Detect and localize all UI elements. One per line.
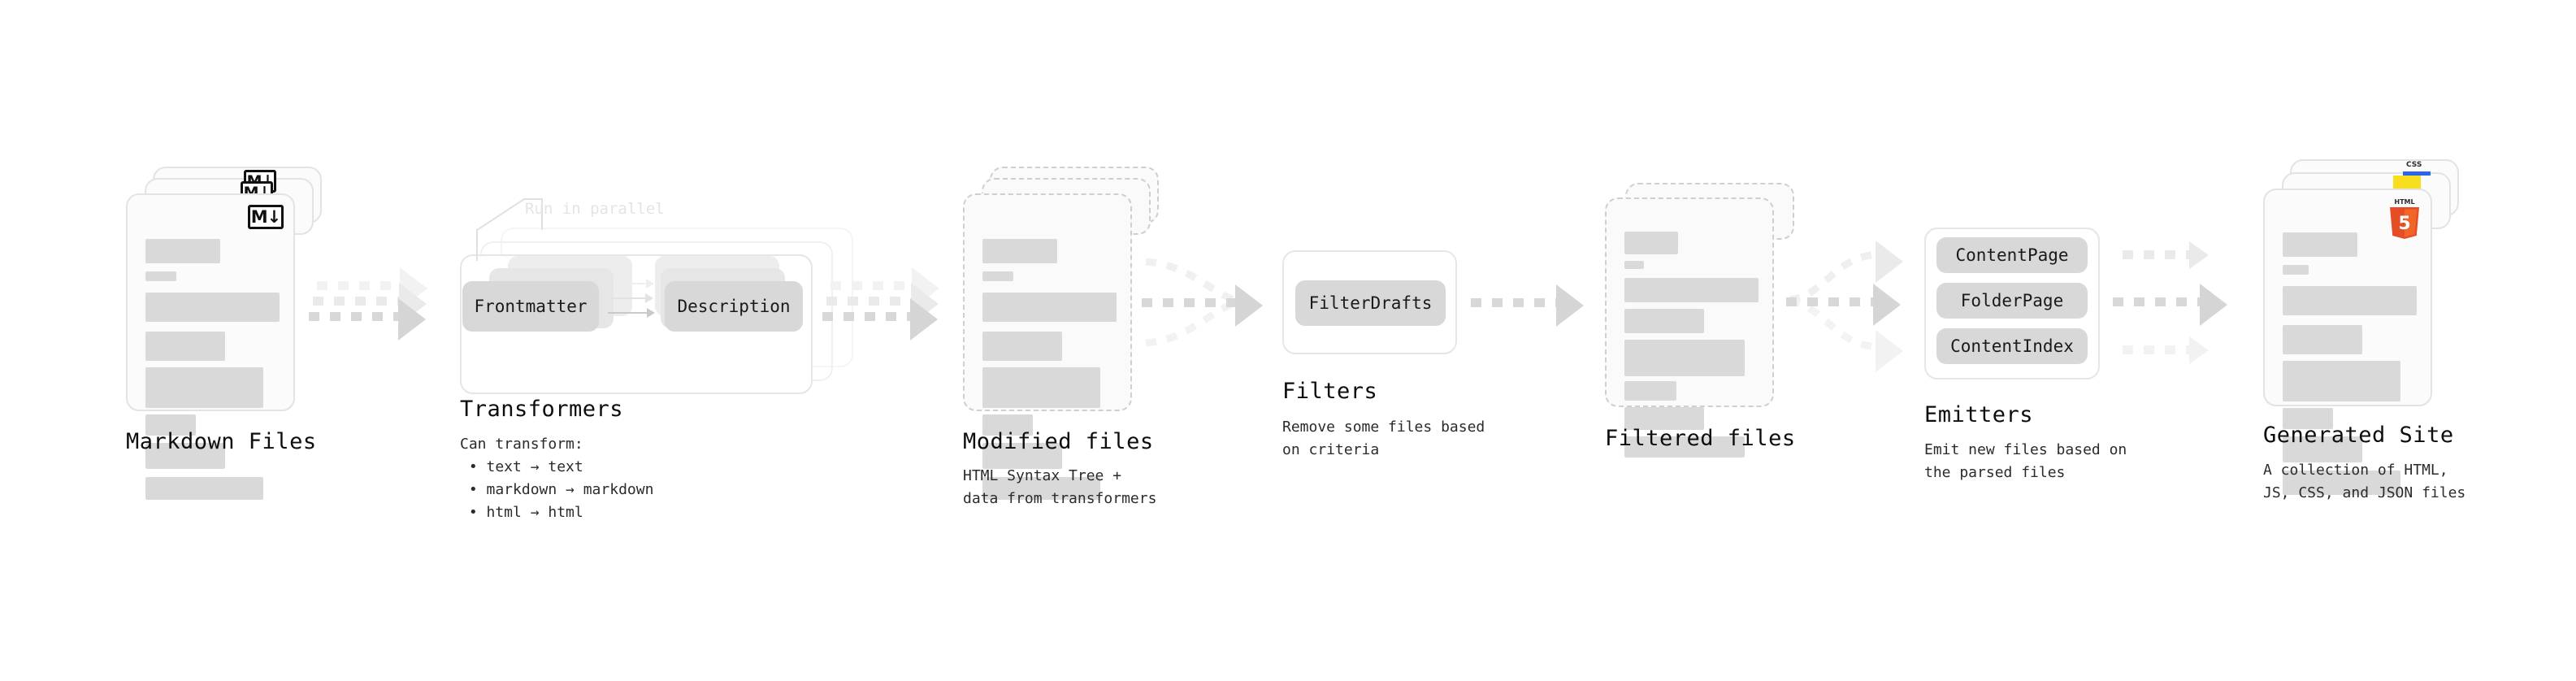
skeleton-row bbox=[982, 477, 1100, 500]
fanin-curves bbox=[1145, 258, 1237, 347]
skeleton-row bbox=[145, 414, 196, 436]
stage-caption-modified-files: HTML Syntax Tree + data from transformer… bbox=[963, 467, 1157, 507]
skeleton-row bbox=[982, 293, 1117, 322]
skeleton-row bbox=[1624, 436, 1745, 458]
skeleton-row bbox=[145, 293, 280, 322]
skeleton-row bbox=[2283, 408, 2333, 429]
skeleton-row bbox=[1624, 309, 1704, 333]
generated-site-card: HTML 5 bbox=[2263, 189, 2432, 495]
svg-text:HTML: HTML bbox=[2394, 198, 2414, 206]
stage-title-modified-files: Modified files bbox=[963, 429, 1154, 454]
skeleton-row bbox=[1624, 278, 1759, 302]
run-in-parallel-bracket bbox=[476, 198, 543, 261]
stage-caption-filters: Remove some files based on criteria bbox=[1282, 419, 1485, 458]
transformer-chip-description[interactable]: Description bbox=[665, 281, 803, 332]
skeleton-row bbox=[145, 239, 220, 263]
skeleton-row bbox=[2283, 286, 2417, 315]
skeleton-row bbox=[982, 443, 1062, 469]
html5-icon: HTML 5 bbox=[2390, 198, 2419, 239]
stage-caption-generated-site: A collection of HTML, JS, CSS, and JSON … bbox=[2263, 462, 2466, 501]
emitter-chip-folderpage[interactable]: FolderPage bbox=[1936, 283, 2088, 319]
emitter-chip-contentindex[interactable]: ContentIndex bbox=[1936, 328, 2088, 364]
transformer-chip-frontmatter[interactable]: Frontmatter bbox=[462, 281, 599, 332]
stage-title-filters: Filters bbox=[1282, 379, 1378, 404]
filtered-file-card bbox=[1605, 197, 1774, 458]
skeleton-row bbox=[2283, 325, 2362, 354]
stage-caption-emitters: Emit new files based on the parsed files bbox=[1924, 441, 2127, 481]
modified-file-card bbox=[963, 193, 1132, 500]
stage-title-emitters: Emitters bbox=[1924, 402, 2034, 427]
skeleton-row bbox=[2283, 232, 2357, 257]
skeleton-row bbox=[145, 367, 263, 408]
skeleton-row bbox=[145, 332, 225, 361]
css-icon-bar bbox=[2403, 171, 2431, 176]
filter-chip-filterdrafts[interactable]: FilterDrafts bbox=[1295, 280, 1446, 326]
svg-text:5: 5 bbox=[2398, 214, 2410, 234]
skeleton-row bbox=[2283, 471, 2400, 495]
markdown-file-card: M↓ bbox=[126, 193, 295, 500]
skeleton-row bbox=[145, 443, 225, 469]
skeleton-row bbox=[2283, 361, 2400, 401]
markdown-icon: M↓ bbox=[248, 205, 284, 229]
skeleton-row bbox=[1624, 407, 1704, 430]
skeleton-row bbox=[1624, 232, 1678, 254]
stage-title-transformers: Transformers bbox=[460, 397, 624, 422]
run-in-parallel-label: Run in parallel bbox=[525, 200, 665, 218]
stage-title-markdown-files: Markdown Files bbox=[126, 429, 317, 454]
skeleton-row bbox=[982, 332, 1062, 361]
stage-title-generated-site: Generated Site bbox=[2263, 423, 2454, 448]
skeleton-row bbox=[982, 367, 1100, 408]
skeleton-row bbox=[145, 271, 176, 281]
skeleton-row bbox=[1624, 261, 1644, 269]
emitter-chip-contentpage[interactable]: ContentPage bbox=[1936, 237, 2088, 273]
css-icon-label: CSS bbox=[2406, 161, 2422, 169]
skeleton-row bbox=[2283, 265, 2309, 275]
css-icon: CSS bbox=[2403, 161, 2431, 177]
skeleton-row bbox=[2283, 436, 2362, 462]
skeleton-row bbox=[982, 414, 1033, 436]
skeleton-row bbox=[1624, 381, 1676, 401]
skeleton-row bbox=[982, 239, 1057, 263]
skeleton-row bbox=[145, 477, 263, 500]
fanout-curves bbox=[1789, 250, 1878, 351]
skeleton-row bbox=[982, 271, 1013, 281]
stage-caption-transformers: Can transform: • text → text • markdown … bbox=[460, 436, 654, 521]
stage-title-filtered-files: Filtered files bbox=[1605, 426, 1796, 451]
skeleton-row bbox=[1624, 340, 1745, 376]
